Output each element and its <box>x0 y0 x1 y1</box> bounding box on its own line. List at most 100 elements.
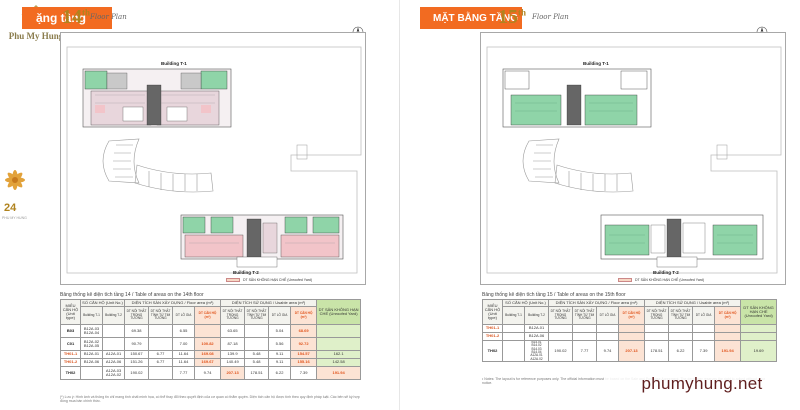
cell: 169.08 <box>194 350 222 359</box>
col-sub: DT CĂN HỘ (m²) <box>618 306 646 325</box>
cell: 11.64 <box>172 358 196 367</box>
cell: 190.02 <box>548 339 574 363</box>
floor-number: 15th <box>498 6 526 29</box>
floor-plan-script: Floor Plan <box>90 13 127 21</box>
cell-code: TH02 <box>482 339 503 363</box>
cell <box>644 324 670 333</box>
cell <box>194 324 222 338</box>
cell <box>244 337 270 351</box>
cell: 68.69 <box>290 324 318 338</box>
table-caption: Bảng thống kê diện tích tầng 14 / Table … <box>60 292 204 298</box>
building-t2-label: Building T-2 <box>233 270 259 275</box>
building-t1-label: Building T-1 <box>583 61 609 66</box>
cell: 5.04 <box>268 324 292 338</box>
cell-t2 <box>101 337 126 351</box>
cell-t1 <box>502 332 525 341</box>
lotus-ornament-icon <box>5 170 25 190</box>
page-right: MẶT BẰNG TẦNG 15th Floor Plan <box>400 0 800 410</box>
col-yard: DT SÂN KHÔNG HẠN CHẾ (Unroofed Yard) <box>740 299 778 325</box>
cell: 7.00 <box>172 337 196 351</box>
cell: 6.77 <box>148 358 174 367</box>
cell <box>548 332 574 341</box>
col-sub: DT NỘI THẤT TRONG TƯỜNG <box>124 306 150 325</box>
col-unit-type: MIỄU CĂN HỘ (Unit type) <box>60 299 81 325</box>
cell: 9.74 <box>596 339 620 363</box>
cell-code: TH01-2 <box>60 358 81 367</box>
cell: 150.67 <box>124 350 150 359</box>
cell: 11.64 <box>172 350 196 359</box>
cell: 5.48 <box>244 358 270 367</box>
cell-t2: B12A.01 <box>523 324 550 333</box>
cell: 9.74 <box>194 366 222 380</box>
logo-text: Phu My Hung <box>8 31 64 41</box>
legend: DT SÂN KHÔNG HẠN CHẾ (Unroofed Yard) <box>226 278 312 282</box>
building-t1-plan <box>502 68 652 128</box>
col-sub: DT NỘI THẤT TRONG TƯỜNG <box>644 306 670 325</box>
cell-yard <box>316 324 362 338</box>
banner-text: ặng tầng <box>36 11 86 25</box>
floor-number-value: 14 <box>62 6 82 28</box>
cell <box>692 332 716 341</box>
cell-t2 <box>101 324 126 338</box>
cell <box>692 324 716 333</box>
cell-t1 <box>502 339 525 363</box>
cell: 207.13 <box>618 339 646 363</box>
cell: 63.65 <box>220 324 246 338</box>
col-yard: DT SÂN KHÔNG HẠN CHẾ (Unroofed Yard) <box>316 299 362 325</box>
col-sub: DT LÔ GIA <box>172 306 196 325</box>
cell: 87.18 <box>220 337 246 351</box>
col-sub: DT CĂN HỘ (m²) <box>194 306 222 325</box>
col-building-t2: Building T-2 <box>101 306 126 325</box>
cell: 69.38 <box>124 324 150 338</box>
cell-yard <box>740 332 778 341</box>
legend-swatch <box>226 278 240 282</box>
page-number-sub: PHU MY HUNG <box>2 216 27 220</box>
floor-suffix: th <box>518 7 527 18</box>
col-sub: DT CĂN HỘ (m²) <box>290 306 318 325</box>
watermark: phumyhung.net <box>604 369 800 399</box>
cell-code: B03 <box>60 324 81 338</box>
cell: 6.55 <box>172 324 196 338</box>
cell: 178.51 <box>644 339 670 363</box>
floor-number: 14th <box>62 6 90 29</box>
cell: 191.94 <box>714 339 742 363</box>
cell: 139.9 <box>220 350 246 359</box>
col-sub: DT CĂN HỘ (m²) <box>714 306 742 325</box>
cell: 9.11 <box>268 358 292 367</box>
col-sub: DT LÔ GIA <box>596 306 620 325</box>
floor-number-value: 15 <box>498 6 518 28</box>
col-building-t1: Building T-1 <box>502 306 525 325</box>
legend: DT SÂN KHÔNG HẠN CHẾ (Unroofed Yard) <box>618 278 704 282</box>
cell-yard <box>316 337 362 351</box>
building-t1-label: Building T-1 <box>161 61 187 66</box>
cell <box>668 332 694 341</box>
cell: 7.77 <box>172 366 196 380</box>
cell: 140.49 <box>220 358 246 367</box>
cell: 90.79 <box>124 337 150 351</box>
cell: 5.48 <box>244 350 270 359</box>
col-sub: DT LÔ GIA <box>692 306 716 325</box>
table-row: TH02 A12A.03 A12A.02 190.02 7.77 9.74 20… <box>60 366 362 380</box>
cell <box>714 324 742 333</box>
cell-t2: A12A.01 <box>101 350 126 359</box>
table-row: TH01-1 B12A.01 A12A.01 150.67 6.77 11.64… <box>60 350 362 359</box>
cell-t1: B12A.03 B12A.04 <box>80 324 103 338</box>
table-row: B03 B12A.03 B12A.04 69.38 6.55 63.65 5.0… <box>60 324 362 338</box>
building-t2-plan <box>600 214 764 268</box>
col-sub: DT NỘI THẤT TÍNH TỪ TIM TƯỜNG <box>668 306 694 325</box>
cell: 151.26 <box>124 358 150 367</box>
cell-t1: B12A.02 B12A.05 <box>80 337 103 351</box>
cell: 155.16 <box>290 358 318 367</box>
cell: 5.56 <box>268 337 292 351</box>
cell <box>668 324 694 333</box>
col-unit-no: SỐ CĂN HỘ (Unit No.) <box>79 299 126 307</box>
table-row: TH01-1 B12A.01 <box>482 324 778 333</box>
cell-t1: B12A.06 <box>80 358 103 367</box>
floor-banner: ặng tầng <box>22 7 112 29</box>
cell: 9.11 <box>268 350 292 359</box>
cell: 6.22 <box>268 366 292 380</box>
cell: 100.82 <box>194 337 222 351</box>
table-row: TH02 B14.01 B14.02 B14.03 B14.04 A12A.01… <box>482 339 778 363</box>
cell-code: TH02 <box>60 366 81 380</box>
cell: 207.13 <box>220 366 246 380</box>
